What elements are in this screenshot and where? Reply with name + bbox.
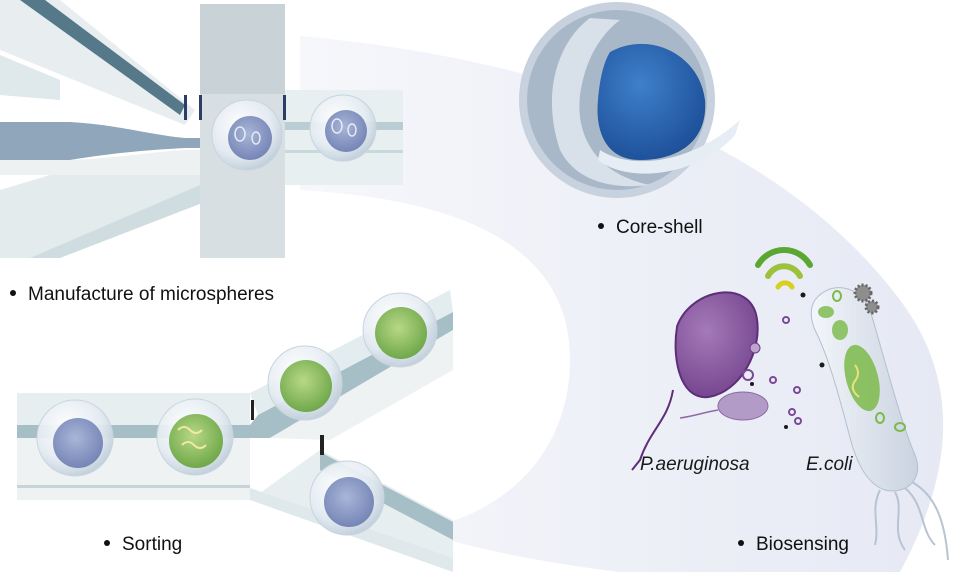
e-coli-cell (810, 283, 949, 561)
manufacture-chip-illustration (0, 0, 403, 258)
bullet-icon (104, 539, 110, 546)
droplet-2 (309, 94, 377, 162)
label-text: Biosensing (756, 534, 849, 555)
signal-particles (742, 316, 802, 425)
dark-particles (750, 292, 825, 429)
p-aeruginosa-cell (631, 291, 769, 471)
bullet-icon (738, 539, 744, 546)
core-shell-illustration (519, 2, 740, 198)
label-text: Core-shell (616, 217, 703, 238)
label-e-coli: E.coli (806, 454, 853, 475)
label-text: Sorting (122, 534, 183, 555)
label-sorting: Sorting (104, 534, 182, 556)
droplet-1 (211, 99, 283, 171)
bullet-icon (10, 289, 16, 296)
sorting-chip-illustration (17, 290, 453, 572)
label-core-shell: Core-shell (598, 217, 703, 239)
label-manufacture-of-microspheres: Manufacture of microspheres (10, 284, 274, 306)
sorting-droplet-green-3 (362, 292, 438, 368)
label-text: Manufacture of microspheres (28, 284, 275, 305)
sorting-droplet-blue-1 (36, 399, 114, 477)
background-arc (300, 36, 944, 572)
sorting-droplet-green-2 (267, 345, 343, 421)
label-biosensing: Biosensing (738, 534, 849, 556)
bullet-icon (598, 222, 604, 229)
label-p-aeruginosa: P.aeruginosa (640, 454, 750, 475)
biosensing-illustration (631, 246, 949, 561)
sorting-droplet-blue-2 (309, 460, 385, 536)
sorting-droplet-green-1 (156, 398, 234, 476)
